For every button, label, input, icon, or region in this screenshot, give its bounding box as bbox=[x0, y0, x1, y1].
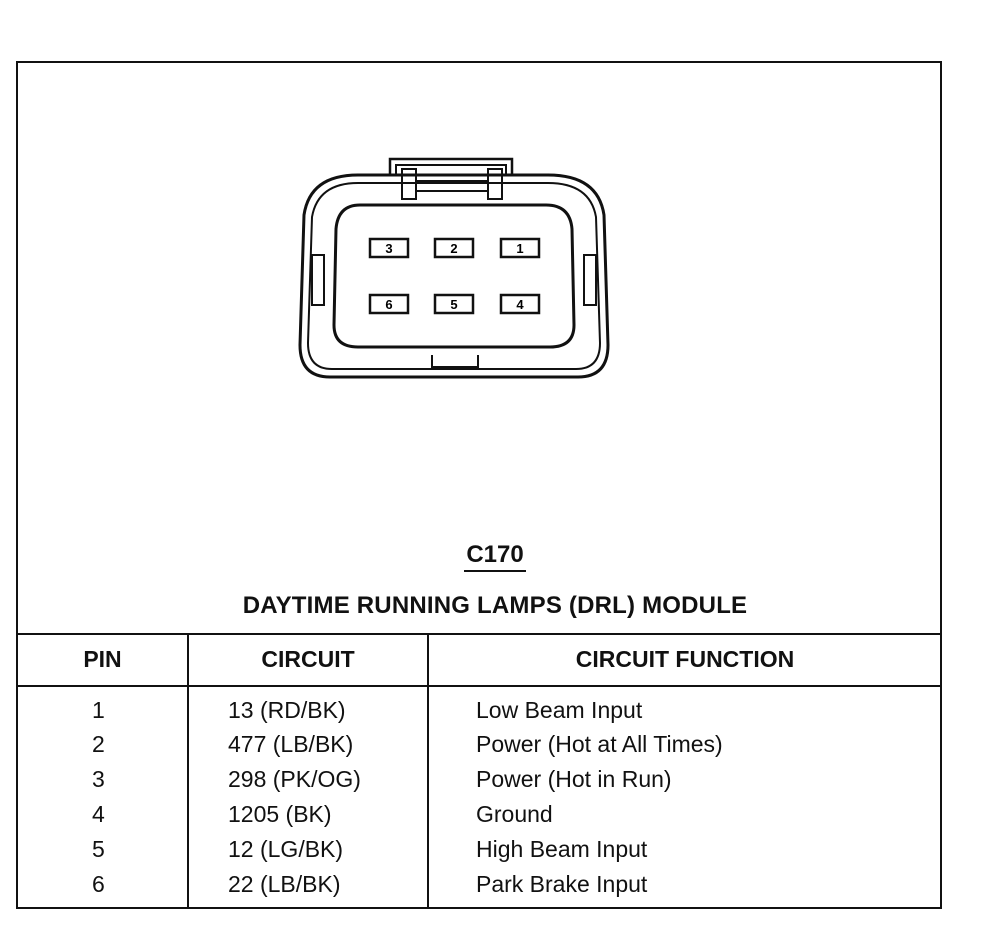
connector-c170-face: 3 2 1 6 5 4 bbox=[298, 157, 610, 379]
circuit-id: 12 (LG/BK) bbox=[228, 836, 344, 862]
header-pin: PIN bbox=[83, 646, 122, 672]
circuit-function: Power (Hot in Run) bbox=[476, 766, 672, 792]
circuit-id: 22 (LB/BK) bbox=[228, 871, 341, 897]
table-header-rule bbox=[16, 685, 942, 687]
module-name-title: DAYTIME RUNNING LAMPS (DRL) MODULE bbox=[242, 592, 748, 619]
pin-cell-1: 1 bbox=[499, 237, 541, 259]
header-circuit-function: CIRCUIT FUNCTION bbox=[575, 646, 795, 672]
circuit-function: High Beam Input bbox=[476, 836, 648, 862]
pin-number: 2 bbox=[92, 731, 105, 757]
circuit-id: 1205 (BK) bbox=[228, 801, 332, 827]
pin-cell-2: 2 bbox=[433, 237, 475, 259]
pin-cell-5: 5 bbox=[433, 293, 475, 315]
header-circuit: CIRCUIT bbox=[261, 646, 355, 672]
connector-cavity bbox=[332, 203, 576, 349]
diagram-frame bbox=[16, 61, 942, 909]
circuit-function: Power (Hot at All Times) bbox=[476, 731, 723, 757]
circuit-id: 477 (LB/BK) bbox=[228, 731, 354, 757]
pin-label: 1 bbox=[516, 241, 523, 256]
pin-label: 5 bbox=[450, 297, 457, 312]
table-top-rule bbox=[16, 633, 942, 635]
pin-label: 3 bbox=[385, 241, 392, 256]
connector-code-title: C170 bbox=[0, 541, 990, 572]
pin-number: 1 bbox=[92, 697, 105, 723]
connector-housing-outer bbox=[298, 173, 610, 379]
circuit-function: Low Beam Input bbox=[476, 697, 643, 723]
pin-cell-3: 3 bbox=[368, 237, 410, 259]
connector-latch bbox=[388, 157, 514, 175]
circuit-id: 13 (RD/BK) bbox=[228, 697, 346, 723]
circuit-function: Park Brake Input bbox=[476, 871, 648, 897]
circuit-function: Ground bbox=[476, 801, 553, 827]
pin-number: 4 bbox=[92, 801, 105, 827]
pin-label: 2 bbox=[450, 241, 457, 256]
pin-label: 4 bbox=[516, 297, 524, 312]
pin-cell-4: 4 bbox=[499, 293, 541, 315]
pin-cells: 3 2 1 6 5 4 bbox=[368, 237, 541, 315]
circuit-id: 298 (PK/OG) bbox=[228, 766, 361, 792]
connector-code: C170 bbox=[464, 541, 526, 572]
table-divider-2 bbox=[427, 634, 429, 909]
pin-cell-6: 6 bbox=[368, 293, 410, 315]
pin-number: 5 bbox=[92, 836, 105, 862]
table-divider-1 bbox=[187, 634, 189, 909]
pin-number: 3 bbox=[92, 766, 105, 792]
pin-label: 6 bbox=[385, 297, 392, 312]
pin-number: 6 bbox=[92, 871, 105, 897]
